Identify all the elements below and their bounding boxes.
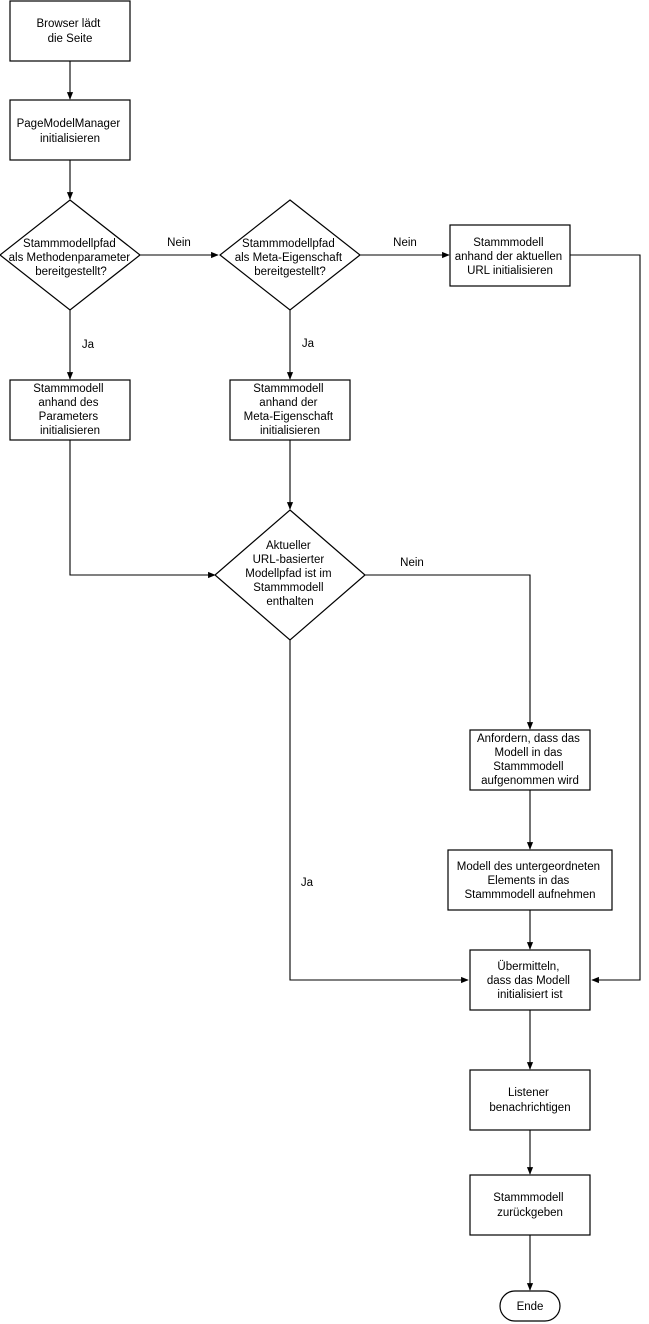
label-return-root: Stammmodell zurückgeben [493,1192,567,1219]
label-line: anhand des [38,397,98,409]
node-browser [9,0,131,62]
node-notify-listener [469,1069,591,1131]
edge-label-meta-yes: Ja [302,338,315,350]
edge-label-contained-yes: Ja [301,877,314,889]
label-line: Aktueller [266,540,311,552]
label-q-contained: Aktueller URL-basierter Modellpfad ist i… [245,540,335,608]
label-line: als Methodenparameter [9,252,131,264]
node-return-root [469,1174,591,1236]
label-line: Übermitteln, [497,961,559,973]
label-request: Anfordern, dass das Modell in das Stammm… [477,733,583,787]
label-line: enthalten [266,596,313,608]
edge-labels: Nein Ja Nein Ja Nein Ja [82,237,424,889]
label-line: Listener [508,1087,549,1099]
edge-label-meta-no: Nein [393,237,417,249]
edges [66,61,641,1291]
edge-q-contained-yes [289,640,469,984]
node-q-meta [219,199,361,311]
label-init-params: Stammmodell anhand des Parameters initia… [33,383,107,437]
edge-q-contained-no [365,574,534,730]
label-line: Stammmodell [493,761,563,773]
label-line: Stammmodellpfad [23,238,116,250]
node-include-child [447,849,613,911]
edge-label-method-yes: Ja [82,339,95,351]
edge-label-contained-no: Nein [400,557,424,569]
edge-init-params-to-q-contained [69,440,216,579]
label-line: URL-basierter [253,554,325,566]
node-pmm-init [9,99,131,161]
label-include-child: Modell des untergeordneten Elements in d… [457,861,603,901]
label-line: PageModelManager [17,118,121,130]
label-line: Ende [517,1301,544,1313]
label-line: Stammmodell [253,582,323,594]
node-init-params [9,379,131,441]
label-line: Modell des untergeordneten [457,861,600,873]
label-line: Anfordern, dass das [477,733,580,745]
label-q-meta: Stammmodellpfad als Meta-Eigenschaft ber… [235,238,346,278]
label-init-meta: Stammmodell anhand der Meta-Eigenschaft … [244,383,337,437]
label-line: anhand der aktuellen [455,251,562,263]
label-browser: Browser lädt die Seite [36,18,103,45]
label-notify-listener: Listener benachrichtigen [489,1087,570,1114]
node-request [469,729,591,791]
label-line: dass das Modell [487,975,570,987]
label-line: Modellpfad ist im [245,568,331,580]
node-end [499,1290,561,1322]
label-line: bereitgestellt? [35,266,107,278]
label-line: die Seite [48,33,93,45]
label-line: Stammmodell [33,383,103,395]
label-q-method: Stammmodellpfad als Methodenparameter be… [9,238,134,278]
edge-label-method-no: Nein [167,237,191,249]
label-end: Ende [517,1301,544,1313]
node-labels: Browser lädt die Seite PageModelManager … [9,18,603,1313]
label-line: bereitgestellt? [254,266,326,278]
nodes [0,0,613,1322]
label-pmm-init: PageModelManager initialisieren [17,118,124,145]
label-line: Modell in das [495,747,563,759]
label-line: Stammmodell aufnehmen [464,889,595,901]
label-line: Meta-Eigenschaft [244,411,334,423]
label-init-url: Stammmodell anhand der aktuellen URL ini… [455,237,566,277]
node-q-method [0,199,141,311]
node-notify-init [469,949,591,1011]
label-line: Parameters [39,411,99,423]
label-line: Stammmodell [473,237,543,249]
label-line: aufgenommen wird [481,775,579,787]
label-line: Stammmodell [253,383,323,395]
label-line: benachrichtigen [489,1102,570,1114]
label-line: Browser lädt [36,18,101,30]
label-line: initialisieren [40,133,100,145]
edge-init-url-to-notify [570,254,641,984]
label-line: initialisieren [260,425,320,437]
label-line: anhand der [259,397,317,409]
node-q-contained [214,509,366,641]
label-line: URL initialisieren [467,265,553,277]
label-line: als Meta-Eigenschaft [235,252,343,264]
label-notify-init: Übermitteln, dass das Modell initialisie… [487,961,573,1001]
node-init-url [449,224,571,287]
label-line: Elements in das [487,875,569,887]
label-line: zurückgeben [497,1207,563,1219]
node-init-meta [229,379,351,441]
label-line: initialisieren [40,425,100,437]
label-line: Stammmodell [493,1192,563,1204]
label-line: initialisiert ist [497,989,563,1001]
label-line: Stammmodellpfad [242,238,335,250]
